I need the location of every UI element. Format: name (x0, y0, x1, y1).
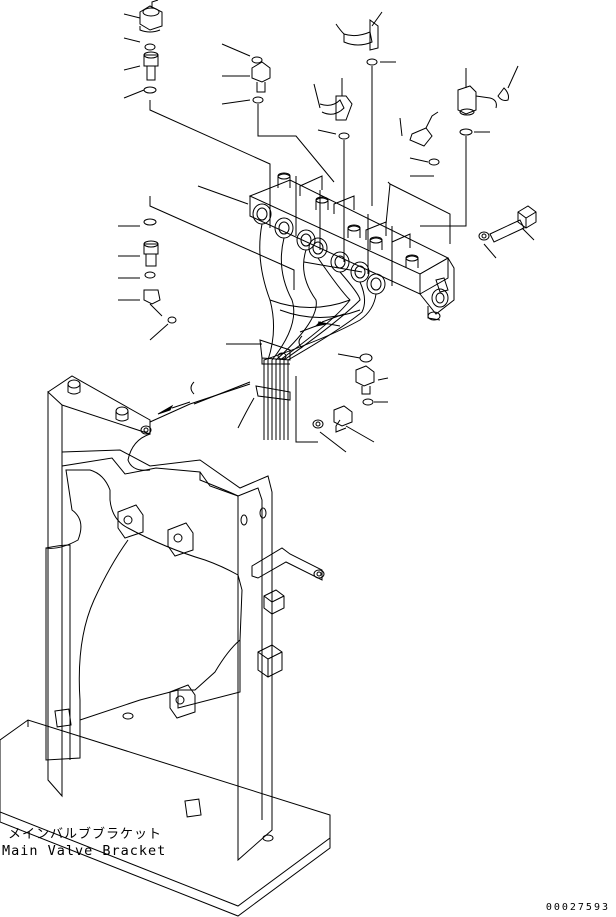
top-middle-fittings (222, 12, 518, 226)
base-slot (185, 799, 201, 817)
leader-lines (150, 100, 450, 442)
hose-bundle (260, 224, 376, 440)
base-slot (55, 709, 71, 727)
block-square (118, 505, 143, 538)
bracket-cutout (46, 470, 242, 760)
bracket-base-plate (0, 720, 330, 906)
bracket-left-column (48, 392, 62, 796)
part-name-japanese: メインバルブブラケット (8, 827, 163, 842)
left-fittings (118, 0, 176, 340)
main-valve-bracket (0, 376, 330, 916)
block-square (168, 523, 193, 556)
bracket-front-plate (62, 450, 272, 860)
hose-clamps (256, 340, 290, 400)
side-block (258, 645, 282, 677)
side-block (264, 590, 284, 614)
arrows (158, 314, 344, 414)
block-square (170, 685, 195, 718)
bolt-washer-upper (479, 206, 536, 258)
valve-assembly (250, 173, 454, 320)
bolt-washer-lower (313, 354, 388, 452)
part-name-english: Main Valve Bracket (2, 843, 167, 859)
drawing-number: 00027593 (545, 902, 610, 913)
angle-bracket (252, 548, 322, 580)
